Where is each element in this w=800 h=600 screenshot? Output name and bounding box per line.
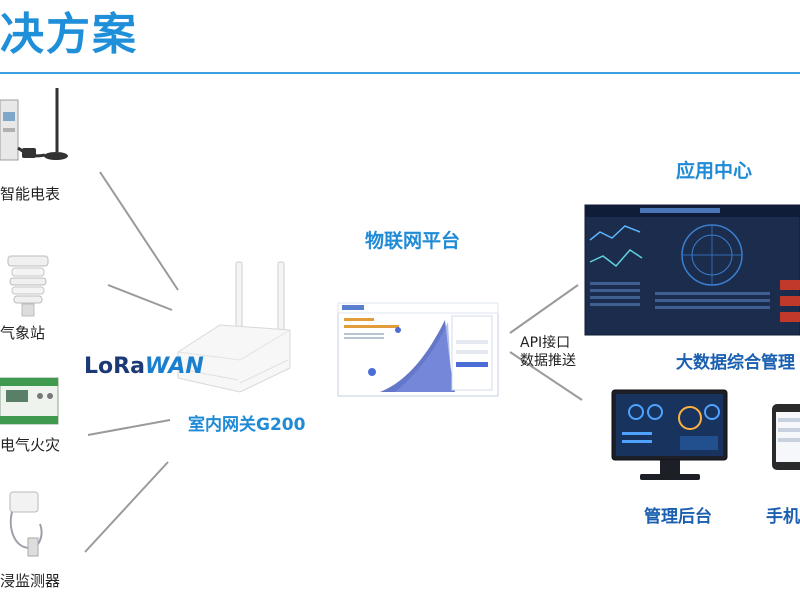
connector-water-gateway [84,461,169,553]
data-push-label: 数据推送 [520,353,576,369]
lorawan-logo-part2: WAN [144,354,204,379]
connector-weather-gateway [107,284,173,311]
device-label-water-sensor: 浸监测器 [0,572,61,590]
mobile-label: 手机 [766,507,800,527]
admin-monitor-icon [611,389,728,480]
bigdata-dashboard-icon [584,204,800,336]
device-label-smart-meter: 智能电表 [0,185,61,203]
connector-fire-gateway [87,419,171,436]
gateway-label: 室内网关G200 [188,415,306,435]
admin-label: 管理后台 [644,507,712,527]
iot-platform-title: 物联网平台 [365,230,461,252]
connector-meter-gateway [99,171,179,291]
water-sensor-icon [9,491,43,557]
device-label-electrical-fire: 电气火灾 [0,436,61,454]
gateway-router-icon [177,261,291,393]
platform-screen-icon [337,302,499,397]
mobile-phone-icon [772,404,800,470]
electrical-fire-icon [0,377,59,425]
connector-platform-admin [509,351,583,401]
app-center-title: 应用中心 [676,160,753,182]
page-title: 决方案 [0,9,138,60]
device-label-weather-station: 气象站 [0,324,46,342]
smart-meter-icon [0,88,68,161]
title-divider [0,72,800,74]
lorawan-logo-part1: LoRa [84,354,145,379]
api-interface-label: API接口 [520,335,571,351]
bigdata-label: 大数据综合管理 [676,353,795,373]
weather-station-icon [7,255,49,317]
connector-platform-bigdata [509,284,579,334]
lorawan-logo: LoRaWAN [84,354,204,379]
